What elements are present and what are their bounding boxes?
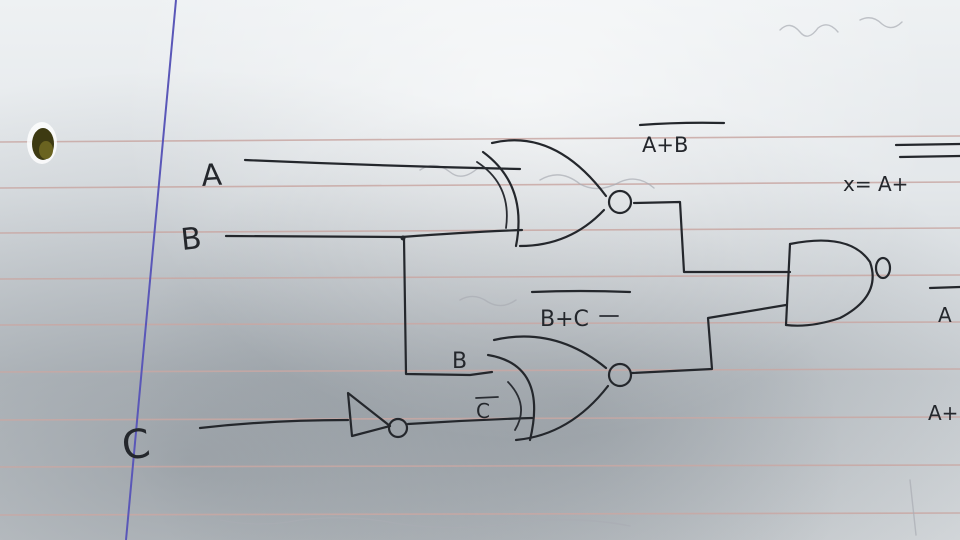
- nor-1-bubble: [607, 189, 633, 215]
- wire-b: [224, 228, 524, 239]
- right-edge-fragment-1: A: [938, 303, 952, 327]
- output-expression-partial: x= A+: [843, 172, 908, 196]
- input-label-b: B: [179, 221, 203, 258]
- nor-2-bubble: [607, 362, 633, 388]
- wire-a: [243, 158, 522, 171]
- ruled-lines: [0, 135, 960, 516]
- nor-gate-2: [486, 335, 633, 442]
- right-edge-fragment-2: A+: [928, 401, 958, 425]
- nand-gate: [784, 239, 892, 327]
- wire-nor2-out: [630, 303, 788, 375]
- nor-2-input-c-label: C: [476, 399, 490, 423]
- nor-2-output-label: B+C: [540, 307, 589, 332]
- wire-c: [198, 418, 350, 430]
- margin-line: [125, 0, 177, 540]
- wire-c-bar: [406, 416, 534, 426]
- wire-b-branch: [402, 236, 494, 377]
- wires: [198, 158, 792, 430]
- input-label-c: C: [119, 420, 153, 469]
- junction-dot: [400, 235, 406, 241]
- not-gate: [346, 391, 409, 439]
- bleed-through-marks: [219, 17, 917, 536]
- nor-1-output-label: A+B: [642, 133, 688, 157]
- not-bubble: [387, 417, 409, 439]
- nor-2-input-b-label: B: [452, 349, 467, 374]
- nand-bubble: [874, 256, 892, 280]
- wire-nor1-out: [632, 200, 792, 274]
- punch-hole: [27, 122, 57, 164]
- overbars: [475, 121, 960, 399]
- input-label-a: A: [200, 158, 223, 194]
- nor-gate-1: [476, 139, 633, 248]
